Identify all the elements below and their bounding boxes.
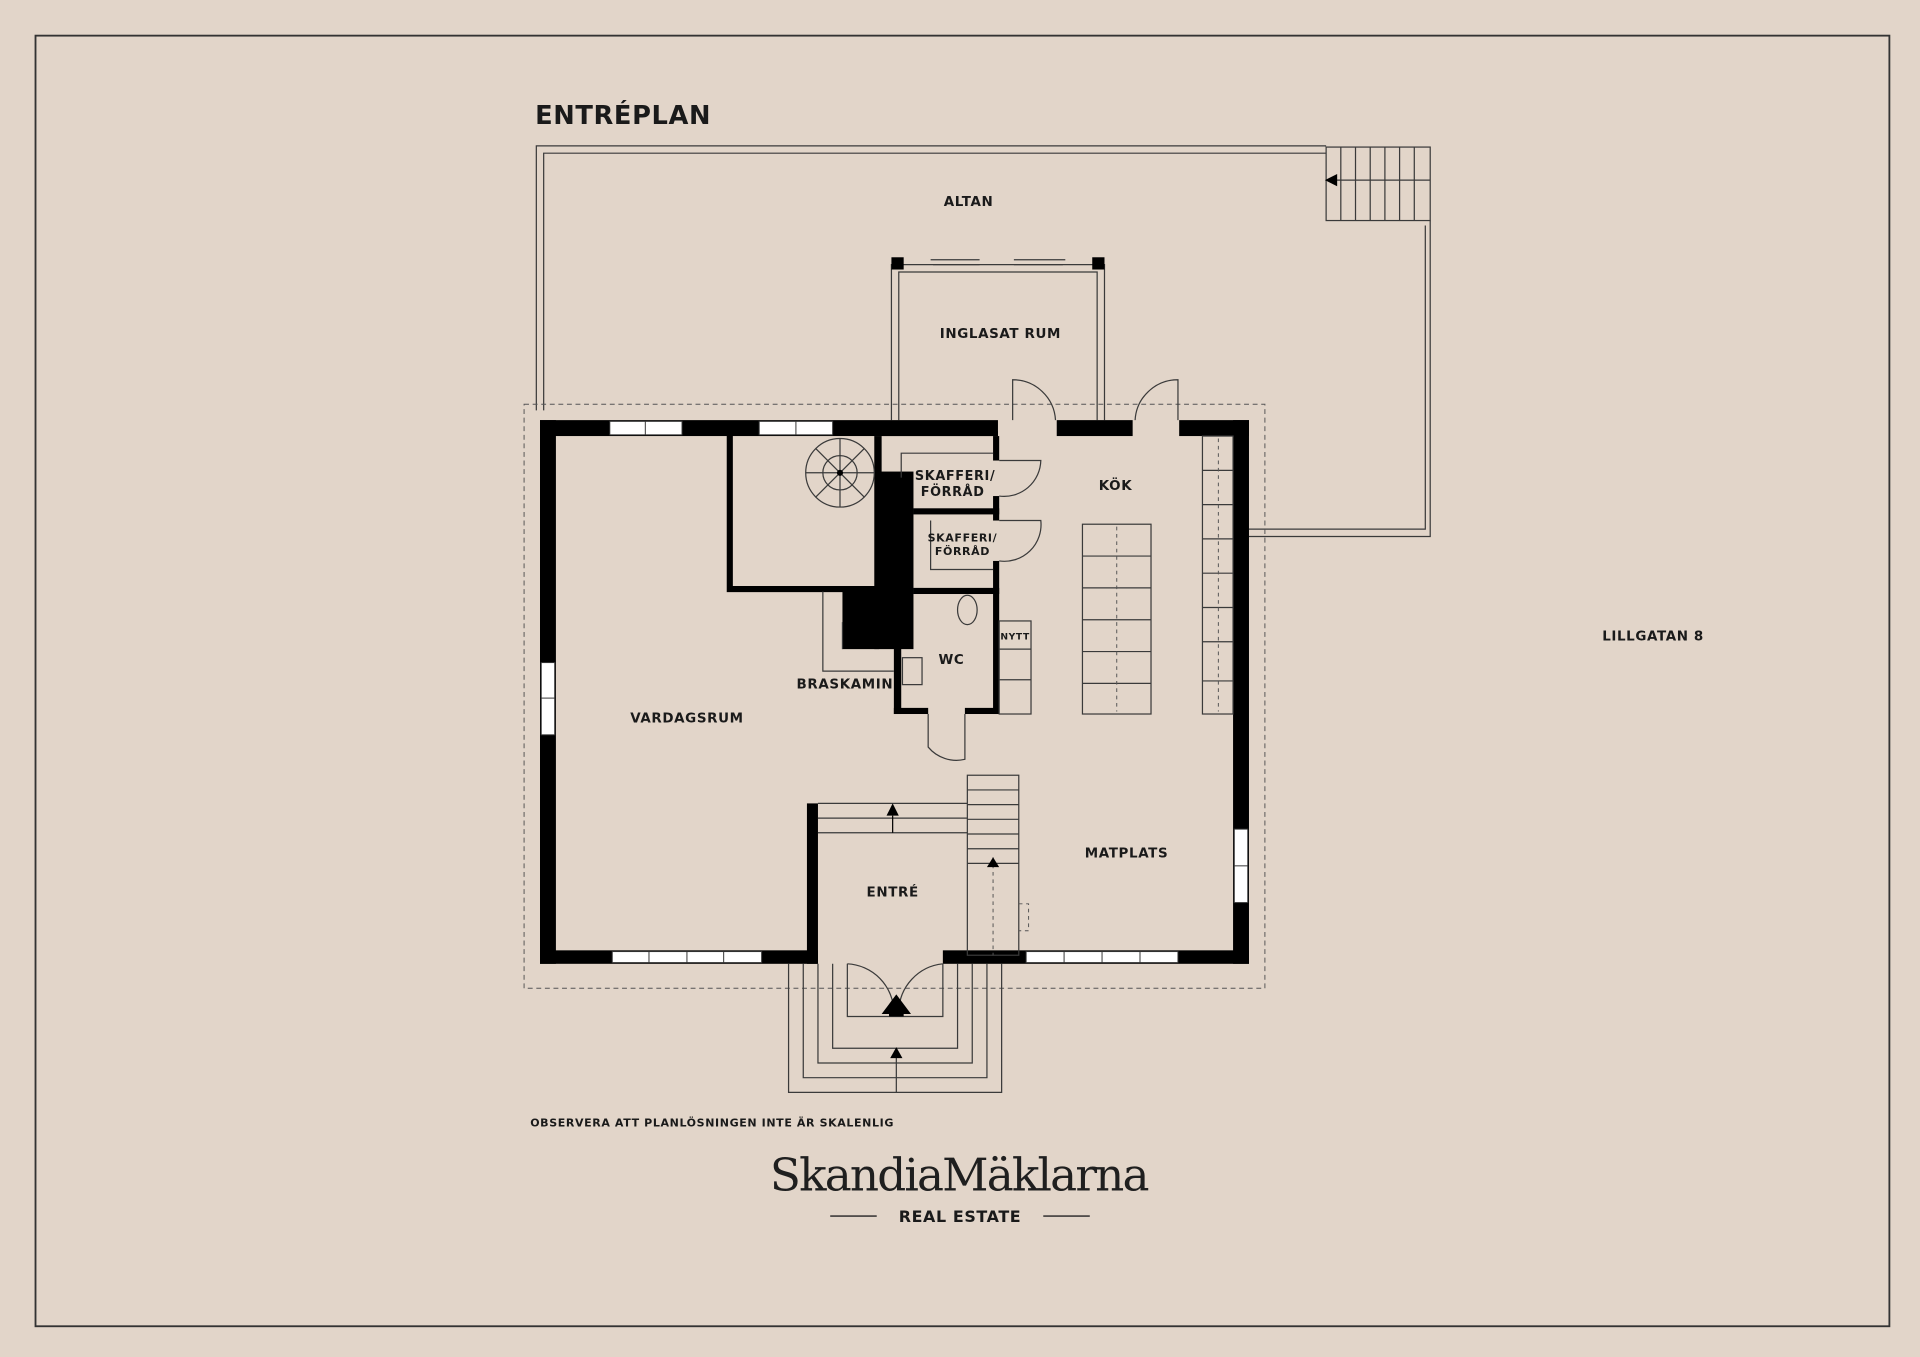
room-label-entre: ENTRÉ [867, 882, 919, 900]
room-label-vardagsrum: VARDAGSRUM [630, 712, 743, 727]
room-label-altan: ALTAN [944, 195, 994, 210]
stair-arrow-icon [886, 803, 899, 816]
altan-railing [535, 145, 1431, 538]
altan-stairs [1324, 146, 1431, 222]
spiral-stair [805, 437, 875, 508]
wc-fixtures [901, 594, 978, 686]
interior-walls [726, 431, 1042, 761]
disclaimer: OBSERVERA ATT PLANLÖSNINGEN INTE ÄR SKAL… [530, 1116, 894, 1130]
room-label-kok: KÖK [1099, 476, 1133, 494]
room-label-skafferi-1a: SKAFFERI/ [915, 469, 995, 484]
room-label-wc: WC [938, 653, 964, 668]
room-label-skafferi-1b: FÖRRÅD [921, 484, 985, 500]
room-label-skafferi-2a: SKAFFERI/ [928, 531, 998, 544]
glazed-room [890, 257, 1106, 421]
brand-logo: SkandiaMäklarna REAL ESTATE [770, 1148, 1150, 1226]
entrance-arrow-icon [881, 994, 912, 1015]
address-label: LILLGATAN 8 [1602, 630, 1704, 645]
entre-walls [806, 774, 1030, 964]
kitchen-counters [998, 435, 1234, 715]
room-label-nytt: NYTT [1000, 631, 1030, 642]
front-steps [787, 963, 1003, 1093]
brand-name: SkandiaMäklarna [770, 1148, 1149, 1201]
room-label-braskamin: BRASKAMIN [797, 677, 894, 692]
room-label-matplats: MATPLATS [1085, 846, 1169, 861]
room-label-skafferi-2b: FÖRRÅD [935, 544, 990, 558]
stair-arrow-icon [1324, 174, 1338, 187]
sheet-border [34, 34, 1891, 1328]
brand-tagline: REAL ESTATE [899, 1207, 1022, 1226]
altan-doors [1012, 379, 1179, 421]
windows [540, 420, 1249, 964]
roof-outline [523, 403, 1266, 989]
plan-title: ENTRÉPLAN [535, 99, 711, 131]
room-label-inglasat-rum: INGLASAT RUM [940, 327, 1061, 342]
